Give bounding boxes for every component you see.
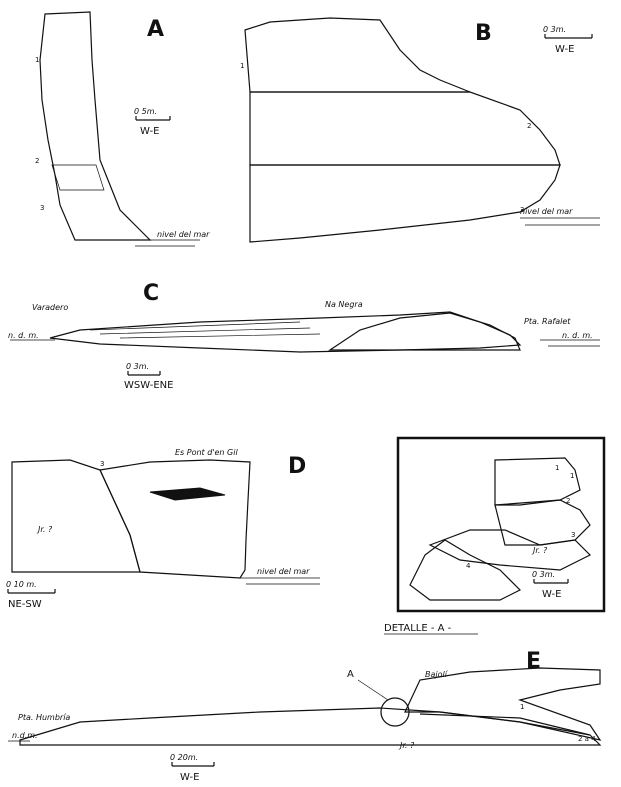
section-a-unit-1: 1 <box>35 56 39 64</box>
section-e-callout-leader <box>358 680 388 700</box>
detail-a-scale-label: 0 3m. <box>532 570 555 579</box>
section-d: D Es Pont d'en Gil 3 Jr. ? nivel del mar… <box>6 448 320 610</box>
section-b-cross-bedded-unit <box>250 92 560 165</box>
section-b-orientation: W-E <box>555 44 574 55</box>
section-e-place-right: Bajolí <box>425 670 449 679</box>
detail-a-age: Jr. ? <box>531 546 548 555</box>
section-e-letter: E <box>526 649 541 674</box>
section-c-place-left: Varadero <box>32 303 68 312</box>
section-e-basement <box>20 708 600 745</box>
section-a: A 1 2 3 0 5m. W-E nivel del mar <box>35 12 210 246</box>
section-b-upper-unit <box>245 18 470 92</box>
section-b-scale-label: 0 3m. <box>543 25 566 34</box>
section-c-scale-label: 0 3m. <box>126 362 149 371</box>
detail-a-orientation: W-E <box>542 589 561 600</box>
section-c-limestone-ridge <box>330 313 520 350</box>
section-a-laminated-band <box>52 165 104 190</box>
section-d-dark-lens <box>150 488 225 500</box>
detail-a: 1 1 2 3 4 Jr. ? 0 3m. W-E DETALLE - A - <box>384 438 604 634</box>
section-c: C Varadero Na Negra Pta. Rafalet n. d. m… <box>8 281 600 391</box>
section-d-orientation: NE-SW <box>8 599 42 610</box>
section-e-orientation: W-E <box>180 772 199 783</box>
section-e-age: Jr. ? <box>398 741 415 750</box>
section-e-callout-label: A <box>347 669 354 680</box>
detail-a-unit-2: 2 <box>566 497 570 505</box>
section-a-orientation: W-E <box>140 126 159 137</box>
section-c-sea-right-label: n. d. m. <box>562 331 593 340</box>
section-a-sea-level-line <box>125 240 200 246</box>
section-e-scale-bar <box>172 762 214 766</box>
detail-a-unit-1b: 1 <box>570 472 574 480</box>
section-a-letter: A <box>147 17 164 42</box>
section-d-eolianite <box>100 460 250 578</box>
section-a-cliff <box>40 12 150 240</box>
section-d-letter: D <box>288 454 306 479</box>
section-b-scale-bar <box>545 34 592 38</box>
section-a-unit-3: 3 <box>40 204 44 212</box>
section-a-sea-label: nivel del mar <box>157 230 210 239</box>
section-d-sea-level-line <box>240 578 320 584</box>
detail-a-unit-4: 4 <box>466 562 471 570</box>
detail-a-unit-1a: 1 <box>555 464 559 472</box>
section-a-scale-label: 0 5m. <box>134 107 157 116</box>
section-d-sea-label: nivel del mar <box>257 567 310 576</box>
section-b-sea-label: nivel del mar <box>520 207 573 216</box>
section-b-sea-level-line <box>520 218 600 225</box>
section-b: B 1 2 3 0 3m. W-E nivel del mar <box>240 18 600 242</box>
section-e-place-left: Pta. Humbría <box>18 713 70 722</box>
section-d-scale-bar <box>8 589 55 593</box>
section-e: E A Bajolí Pta. Humbría n.d.m. Jr. ? 1 2… <box>8 649 600 783</box>
section-c-sea-left-label: n. d. m. <box>8 331 39 340</box>
section-c-place-right: Pta. Rafalet <box>524 317 571 326</box>
section-b-unit-2: 2 <box>527 122 531 130</box>
section-c-orientation: WSW-ENE <box>124 380 173 391</box>
section-c-laminae <box>90 322 320 338</box>
section-c-sand-body <box>50 312 520 352</box>
section-b-letter: B <box>475 21 492 46</box>
detail-a-caption: DETALLE - A - <box>384 623 452 634</box>
section-a-scale-bar <box>136 116 170 120</box>
section-d-unit-marker: 3 <box>100 460 104 468</box>
section-d-scale-label: 0 10 m. <box>6 580 37 589</box>
section-e-unit-1: 1 <box>520 703 524 711</box>
detail-a-unit-3: 3 <box>571 531 575 539</box>
section-c-sea-right <box>540 340 600 346</box>
section-c-letter: C <box>143 281 159 306</box>
detail-a-frame <box>398 438 604 611</box>
section-a-unit-2: 2 <box>35 157 39 165</box>
section-c-scale-bar <box>128 371 160 375</box>
section-b-unit-1: 1 <box>240 62 244 70</box>
section-e-scale-label: 0 20m. <box>170 753 198 762</box>
section-b-lower-unit <box>250 165 560 242</box>
section-d-age: Jr. ? <box>36 525 53 534</box>
section-d-place: Es Pont d'en Gil <box>175 448 238 457</box>
section-e-sea-label: n.d.m. <box>12 731 38 740</box>
section-c-place-center: Na Negra <box>325 300 363 309</box>
section-e-unit-range: 2 a 4 <box>578 735 596 743</box>
